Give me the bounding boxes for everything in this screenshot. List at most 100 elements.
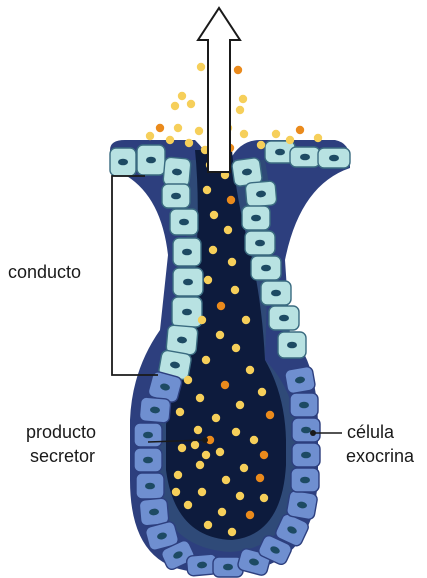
secretory-granule xyxy=(196,394,204,402)
duct-cell-nucleus xyxy=(171,193,181,200)
secretory-granule xyxy=(250,436,258,444)
secretory-granule xyxy=(198,316,206,324)
secretory-granule xyxy=(197,63,205,71)
secretory-granule xyxy=(246,511,254,519)
duct-cell-nucleus xyxy=(329,155,339,162)
secretory-product-label-line2: secretor xyxy=(30,446,95,466)
exocrine-cell xyxy=(284,366,316,394)
secretory-granule xyxy=(240,130,248,138)
exocrine-cell xyxy=(286,490,318,520)
secretory-granule xyxy=(178,444,186,452)
exocrine-cell xyxy=(292,443,320,467)
exocrine-cell xyxy=(139,498,169,526)
secretory-granule xyxy=(156,124,164,132)
secretory-granule xyxy=(256,474,264,482)
exocrine-cell-nucleus xyxy=(301,427,311,434)
exocrine-cell-nucleus xyxy=(301,452,311,459)
secretory-granule xyxy=(204,521,212,529)
secretory-granule xyxy=(172,488,180,496)
secretory-granule xyxy=(185,139,193,147)
exocrine-cell-label-line2: exocrina xyxy=(346,446,415,466)
duct-cell xyxy=(261,281,291,305)
secretory-granule xyxy=(174,471,182,479)
duct-cell xyxy=(137,145,165,175)
duct-cell-nucleus xyxy=(261,265,271,272)
secretory-granule xyxy=(209,246,217,254)
duct-cell xyxy=(162,184,190,208)
secretory-granule xyxy=(221,381,229,389)
secretory-granule xyxy=(187,100,195,108)
exocrine-cell-label-line1: célula xyxy=(347,422,395,442)
duct-cell-nucleus xyxy=(182,249,192,256)
duct-cell xyxy=(245,231,275,255)
duct-cell xyxy=(173,238,201,266)
secretory-granule xyxy=(191,441,199,449)
secretory-granule xyxy=(232,428,240,436)
duct-cell xyxy=(242,206,270,230)
secretory-granule xyxy=(202,356,210,364)
duct-cell xyxy=(245,181,277,208)
secretory-granule xyxy=(260,494,268,502)
secretory-granule xyxy=(146,132,154,140)
secretory-granule xyxy=(258,388,266,396)
secretory-granule xyxy=(203,186,211,194)
secretory-granule xyxy=(184,501,192,509)
secretory-granule xyxy=(176,408,184,416)
duct-cell-nucleus xyxy=(183,279,193,286)
secretory-granule xyxy=(227,196,235,204)
secretory-granule xyxy=(174,124,182,132)
duct-cell-nucleus xyxy=(118,159,128,166)
duct-cell xyxy=(163,157,191,187)
secretory-granule xyxy=(216,448,224,456)
exocrine-cell xyxy=(291,468,319,492)
exocrine-cell xyxy=(139,397,171,424)
secretory-granule xyxy=(236,106,244,114)
secretory-granule xyxy=(204,276,212,284)
secretory-granule xyxy=(228,258,236,266)
exocrine-cell-nucleus xyxy=(223,564,233,571)
exocrine-cell-nucleus xyxy=(143,457,153,464)
secretory-granule xyxy=(242,316,250,324)
duct-cell xyxy=(173,268,203,296)
duct-cell xyxy=(269,306,299,330)
secretory-granule xyxy=(178,92,186,100)
secretory-granule xyxy=(222,476,230,484)
duct-cell xyxy=(170,209,198,235)
secretory-granule xyxy=(228,528,236,536)
exocrine-cell xyxy=(290,393,318,417)
duct-cell-nucleus xyxy=(287,342,297,349)
duct-cell-nucleus xyxy=(146,157,156,164)
secretory-granule xyxy=(198,488,206,496)
secretory-product-leader-dot xyxy=(202,437,208,443)
secretory-granule xyxy=(296,126,304,134)
secretory-granule xyxy=(231,286,239,294)
secretory-granule xyxy=(246,366,254,374)
exocrine-cell xyxy=(292,418,320,442)
secretory-granule xyxy=(171,102,179,110)
secretory-granule xyxy=(272,130,280,138)
duct-cell xyxy=(172,297,202,327)
secretory-granule xyxy=(195,127,203,135)
secretory-granule xyxy=(314,134,322,142)
secretory-granule xyxy=(236,492,244,500)
exocrine-cell xyxy=(134,423,162,447)
duct-cell-nucleus xyxy=(279,315,289,322)
duct-cell-nucleus xyxy=(182,309,192,316)
exocrine-cell-nucleus xyxy=(300,477,310,484)
duct-cell-nucleus xyxy=(251,215,261,222)
secretory-granule xyxy=(266,411,274,419)
secretory-granule xyxy=(194,426,202,434)
duct-label: conducto xyxy=(8,262,81,282)
exocrine-cell-nucleus xyxy=(299,402,309,409)
duct-cell xyxy=(110,148,136,176)
secretory-granule xyxy=(196,461,204,469)
secretory-granule xyxy=(218,508,226,516)
exocrine-cell xyxy=(134,448,162,472)
exocrine-cell-nucleus xyxy=(143,432,153,439)
secretory-granule xyxy=(232,344,240,352)
secretory-granule xyxy=(184,376,192,384)
duct-cell xyxy=(318,148,350,168)
secretory-granule xyxy=(240,464,248,472)
secretory-granule xyxy=(286,136,294,144)
